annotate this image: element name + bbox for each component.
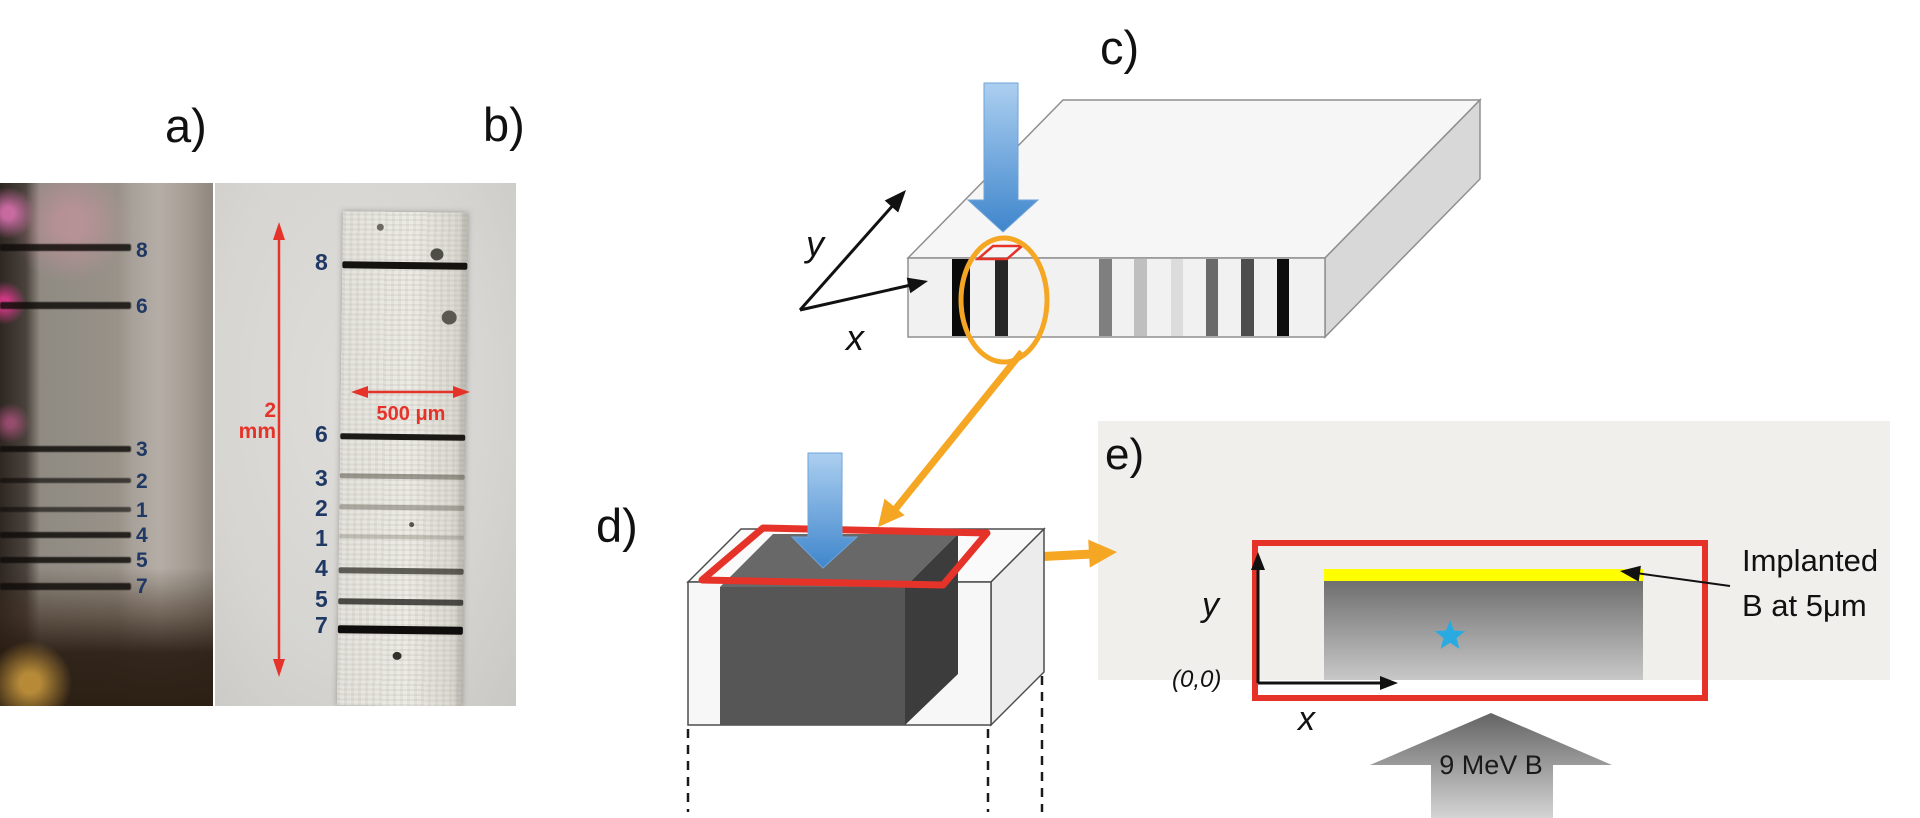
panel-a-label: a) (165, 99, 207, 152)
marker-label: 1 (315, 525, 328, 551)
scale-500um-label: 500 μm (376, 403, 446, 425)
cube-top-face (686, 528, 1046, 583)
scale-2mm-label: 2 mm (238, 399, 276, 443)
annotation-arrowhead-icon (1620, 565, 1641, 582)
graphite-line-8 (342, 261, 468, 270)
marker-label: 8 (136, 239, 148, 262)
zoom-link-arrows (878, 349, 1117, 568)
stripe-1 (952, 259, 970, 336)
y-axis-arrowhead-icon (1251, 552, 1265, 570)
marker-label: 1 (136, 499, 148, 522)
marker-label: 3 (315, 465, 328, 491)
marker-label: 2 (315, 495, 328, 521)
x-axis-arrowhead-icon (906, 277, 928, 294)
graphite-line-5 (0, 557, 131, 563)
graphite-line-4 (338, 567, 464, 575)
slab-right-face (1324, 98, 1481, 339)
annotation-arrow (1635, 572, 1731, 587)
marker-label: 7 (315, 612, 328, 638)
x-axis-arrowhead-icon (1380, 676, 1398, 690)
inclusion-spot (376, 223, 384, 231)
y-axis-arrowhead-icon (884, 190, 906, 213)
graphite-line-1 (339, 534, 465, 540)
dark-stripe-top-face (720, 534, 958, 587)
beam-down-arrow-icon (966, 82, 1040, 233)
inclusion-spot (409, 522, 415, 528)
graphite-line-2 (339, 504, 465, 511)
marker-label: 5 (136, 549, 148, 572)
graphite-line-7 (0, 583, 131, 590)
axis-y-label-e: y (1202, 586, 1219, 624)
diamond-sample-strip (336, 211, 468, 706)
zoom-link-arrowhead-icon (1088, 539, 1117, 568)
marker-label: 2 (136, 470, 148, 493)
roi-outline-top (698, 524, 991, 589)
slab-3d-diagram (798, 82, 1482, 365)
graphite-line-8 (0, 244, 131, 251)
graphite-line-6 (340, 433, 466, 441)
origin-label: (0,0) (1172, 666, 1222, 693)
marker-label: 3 (136, 438, 148, 461)
graphite-line-4 (0, 532, 131, 538)
graphite-line-3 (339, 473, 465, 480)
marker-label: 4 (136, 524, 148, 547)
implanted-annotation-line1: Implanted (1742, 543, 1879, 578)
stripe-4 (1134, 259, 1147, 336)
marker-label: 5 (315, 586, 328, 612)
zoom-link-arrow-d-to-e (974, 549, 1093, 565)
cube-front-face (687, 581, 992, 726)
microscope-photo-a: 8 6 3 2 1 4 5 7 (0, 183, 213, 706)
inclusion-spot (441, 310, 457, 325)
microscope-photo-b: 8 6 3 2 1 4 5 7 (215, 183, 516, 706)
inclusion-spot (430, 248, 444, 261)
beam-energy-label: 9 MeV B (1439, 750, 1543, 780)
zoom-link-arrowhead-icon (878, 498, 905, 527)
slab-top-face (906, 99, 1482, 259)
marker-label: 4 (315, 555, 328, 581)
x-axis-arrow (799, 283, 912, 312)
cube-3d-diagram (686, 452, 1046, 812)
stripe-2 (995, 259, 1008, 336)
sample-cross-section (1324, 581, 1643, 680)
inclusion-spot (392, 651, 402, 660)
graphite-line-5 (338, 598, 464, 606)
star-marker-icon (1434, 620, 1466, 649)
graphite-line-2 (0, 478, 131, 483)
stripe-5 (1171, 259, 1183, 336)
panel-d-label: d) (596, 499, 638, 552)
zoom-link-arrow-c-to-d (890, 349, 1025, 515)
axis-x-label-c: x (846, 317, 864, 358)
implanted-annotation-line2: B at 5μm (1742, 588, 1867, 623)
cube-right-face (990, 527, 1045, 727)
dark-stripe-right-face (905, 534, 958, 725)
roi-outline-rect (1252, 540, 1708, 701)
graphite-line-1 (0, 507, 131, 512)
marker-label: 7 (136, 575, 148, 598)
implanted-layer (1324, 569, 1643, 581)
panel-b-label: b) (483, 98, 525, 151)
graphite-line-7 (337, 625, 463, 635)
beam-down-arrow-icon (790, 452, 859, 569)
stripe-3 (1099, 259, 1112, 336)
stripe-6 (1206, 259, 1218, 336)
stripe-7 (1241, 259, 1254, 336)
panel-e-label: e) (1105, 430, 1145, 479)
panel-c-label: c) (1100, 21, 1140, 74)
graphite-line-6 (0, 302, 131, 309)
highlight-ellipse (958, 235, 1050, 365)
roi-outline-small (974, 244, 1026, 261)
axis-y-label-c: y (806, 223, 824, 264)
slab-front-face (907, 257, 1326, 338)
stripe-8 (1277, 259, 1289, 336)
marker-label: 6 (136, 295, 148, 318)
graphite-line-3 (0, 446, 131, 452)
marker-label: 8 (315, 249, 328, 275)
axis-x-label-e: x (1298, 700, 1315, 738)
dark-stripe-front-face (720, 587, 905, 725)
marker-label: 6 (315, 421, 328, 447)
